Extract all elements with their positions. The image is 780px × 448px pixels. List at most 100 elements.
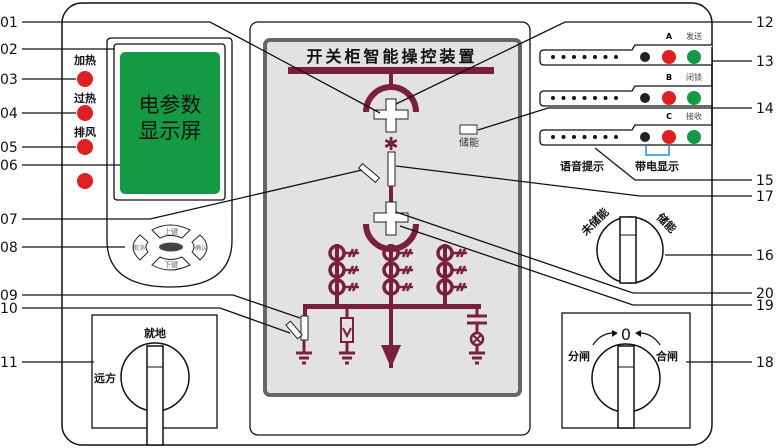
callout-15: 15 [756, 173, 774, 189]
live-bracket [645, 145, 670, 156]
phase-label: A [666, 32, 673, 41]
voice-prompt-label: 语音提示 [560, 159, 604, 173]
callout-08: 08 [0, 240, 18, 256]
display-text-line2: 显示屏 [139, 119, 202, 143]
earth-switch-indicator [357, 162, 381, 184]
single-line-diagram: ✱ [285, 67, 494, 368]
display-screen [120, 52, 220, 194]
ct-terminal [344, 248, 359, 258]
voice-dot [551, 55, 555, 59]
voice-dot [572, 96, 576, 100]
switch-handle[interactable] [146, 345, 164, 446]
callout-01: 01 [0, 15, 18, 31]
callout-17: 17 [756, 189, 774, 205]
live-display-label: 带电显示 [635, 159, 679, 173]
callout-12: 12 [756, 15, 774, 31]
display-text-line1: 电参数 [139, 93, 202, 117]
local-remote-switch[interactable]: 就地 远方 [91, 314, 218, 446]
callout-02: 02 [0, 42, 18, 58]
knob-handle[interactable] [619, 216, 637, 284]
live-indicator-capacitor [467, 309, 487, 365]
status-led-black [640, 52, 650, 62]
voice-dot [614, 96, 618, 100]
panel-title: 开关柜智能操控装置 [306, 47, 477, 66]
key-up[interactable]: 上键 [151, 224, 191, 239]
led-spare [77, 173, 93, 189]
callout-19: 19 [756, 298, 774, 314]
ct-terminal [452, 282, 467, 292]
voice-dot [561, 55, 566, 59]
key-down-label: 下键 [164, 260, 178, 269]
switch-handle[interactable] [617, 345, 635, 429]
phase-label: B [666, 73, 672, 82]
voice-dot [614, 135, 618, 139]
status-led-green [687, 130, 701, 144]
ct-terminal [398, 265, 413, 275]
ct-terminal [452, 248, 467, 258]
callout-13: 13 [756, 54, 774, 70]
lower-isolator-indicator [373, 201, 409, 236]
indicator-leds: 加热 过热 排风 [73, 53, 96, 189]
voice-dot [614, 55, 618, 59]
led-heating [77, 71, 93, 87]
live-led-b [662, 91, 676, 105]
local-label: 就地 [144, 326, 166, 340]
voice-dot [593, 135, 597, 139]
remote-label: 远方 [94, 371, 116, 385]
callout-16: 16 [756, 248, 774, 264]
surge-arrester [339, 309, 355, 365]
signal-label: 接收 [686, 111, 702, 121]
voice-dot [561, 96, 566, 100]
callout-05: 05 [0, 140, 18, 156]
breaker-control-switch[interactable]: 0 分闸 合闸 [561, 312, 691, 429]
key-cancel-label: 取消 [133, 244, 145, 252]
led-label-heating: 加热 [73, 53, 96, 67]
voice-dot [561, 135, 566, 139]
key-cancel[interactable]: 取消 [132, 234, 149, 261]
led-label-ventilation: 排风 [74, 125, 96, 139]
callout-09: 09 [0, 288, 18, 304]
ct-terminal [344, 282, 359, 292]
key-confirm[interactable]: 确认 [191, 234, 208, 261]
breaker-indicator [387, 151, 396, 187]
ct-terminal [452, 265, 467, 275]
status-led-black [640, 93, 650, 103]
callout-03: 03 [0, 72, 18, 88]
live-led-c [662, 130, 676, 144]
keypad: 上键 下键 取消 确认 [132, 224, 208, 271]
key-up-label: 上键 [164, 227, 178, 236]
callout-20: 20 [756, 286, 774, 302]
voice-dot [582, 55, 587, 59]
status-led-green [687, 50, 701, 64]
key-center[interactable] [159, 242, 183, 252]
led-overheat [77, 105, 93, 121]
key-down[interactable]: 下键 [151, 256, 191, 271]
status-led-black [640, 132, 650, 142]
voice-dot [551, 135, 555, 139]
callout-11: 11 [0, 355, 18, 371]
earthing-switch-blade [285, 320, 303, 340]
ct-terminal [398, 248, 413, 258]
arrow-icon [640, 332, 661, 346]
ct-terminal [398, 282, 413, 292]
arrow-icon [592, 332, 613, 346]
led-ventilation [77, 139, 93, 155]
callout-10: 10 [0, 301, 18, 317]
voice-dot [572, 55, 576, 59]
storage-label: 储能 [459, 136, 479, 149]
close-label: 合闸 [656, 349, 678, 363]
voice-dot [582, 135, 587, 139]
voice-dot [551, 96, 555, 100]
callout-14: 14 [756, 101, 774, 117]
voice-dot [593, 96, 597, 100]
earthing-switch-indicator [300, 315, 309, 341]
voice-dot [603, 135, 608, 139]
zero-position-label: 0 [621, 325, 631, 344]
voice-dot [603, 96, 608, 100]
energy-storage-indicator: 储能 [459, 124, 479, 149]
